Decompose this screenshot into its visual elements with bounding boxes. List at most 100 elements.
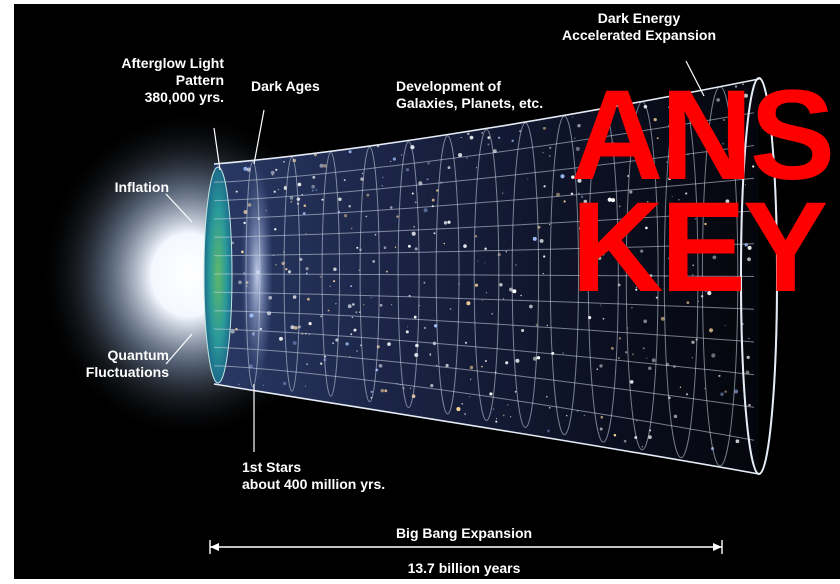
star bbox=[653, 117, 657, 122]
measure-left-arrow bbox=[210, 543, 219, 551]
star bbox=[481, 299, 484, 302]
star bbox=[350, 333, 353, 336]
star bbox=[481, 132, 483, 134]
star bbox=[655, 296, 658, 299]
star bbox=[332, 342, 334, 345]
star bbox=[536, 356, 541, 360]
star bbox=[747, 257, 751, 262]
star bbox=[666, 161, 668, 163]
star bbox=[733, 123, 736, 126]
quantum-pointer bbox=[165, 333, 193, 365]
star bbox=[413, 226, 415, 228]
star bbox=[646, 357, 648, 359]
grid-line bbox=[213, 346, 755, 408]
label-dark-energy: Dark Energy Accelerated Expansion bbox=[561, 10, 717, 43]
star bbox=[489, 392, 493, 396]
afterglow-disk bbox=[203, 166, 233, 384]
star bbox=[724, 390, 727, 393]
star bbox=[577, 178, 582, 183]
star bbox=[279, 336, 283, 341]
star bbox=[632, 353, 635, 356]
grid-line bbox=[213, 210, 755, 238]
star bbox=[640, 249, 644, 253]
star bbox=[348, 150, 352, 154]
inflation-pointer bbox=[165, 193, 193, 223]
star bbox=[405, 168, 410, 172]
grid-line bbox=[213, 112, 755, 183]
star bbox=[492, 408, 495, 410]
star bbox=[583, 288, 585, 291]
star bbox=[512, 289, 517, 294]
grid-line bbox=[213, 365, 755, 441]
star bbox=[542, 152, 544, 154]
star bbox=[629, 265, 632, 269]
star bbox=[382, 176, 384, 179]
star bbox=[370, 390, 373, 394]
star bbox=[335, 338, 339, 342]
star bbox=[631, 213, 635, 217]
star bbox=[372, 260, 376, 263]
star bbox=[600, 415, 604, 419]
star bbox=[689, 249, 692, 252]
star bbox=[285, 267, 288, 271]
star bbox=[556, 192, 560, 197]
star bbox=[743, 93, 748, 98]
star bbox=[502, 414, 505, 417]
star bbox=[230, 329, 235, 334]
star bbox=[292, 295, 297, 299]
star bbox=[343, 214, 348, 218]
star bbox=[474, 283, 479, 287]
star bbox=[685, 393, 689, 396]
star bbox=[686, 248, 688, 250]
star bbox=[351, 316, 354, 319]
star bbox=[718, 279, 722, 283]
star bbox=[635, 153, 637, 155]
star bbox=[635, 286, 638, 289]
star bbox=[505, 251, 507, 253]
star bbox=[485, 292, 488, 294]
star bbox=[356, 246, 359, 249]
star bbox=[484, 247, 487, 251]
star bbox=[443, 220, 448, 225]
star bbox=[589, 147, 594, 152]
star bbox=[704, 139, 708, 143]
star bbox=[514, 390, 517, 393]
star bbox=[370, 297, 372, 299]
star bbox=[374, 233, 377, 236]
star bbox=[447, 166, 451, 170]
star bbox=[477, 260, 479, 262]
star bbox=[692, 274, 694, 276]
star bbox=[411, 231, 416, 236]
star bbox=[469, 396, 471, 398]
star bbox=[746, 355, 750, 359]
grid-line bbox=[213, 310, 755, 343]
star bbox=[430, 383, 434, 388]
label-age: 13.7 billion years bbox=[407, 560, 521, 576]
star bbox=[365, 215, 368, 218]
star bbox=[243, 166, 248, 171]
star bbox=[461, 403, 464, 405]
star bbox=[443, 242, 446, 245]
star bbox=[543, 185, 546, 188]
star bbox=[271, 174, 274, 176]
star bbox=[427, 161, 430, 165]
star bbox=[400, 154, 403, 156]
star bbox=[466, 157, 468, 159]
star bbox=[668, 106, 671, 109]
star bbox=[549, 146, 552, 150]
star bbox=[238, 383, 240, 385]
star bbox=[583, 199, 588, 204]
expansion-cone bbox=[206, 79, 759, 474]
star bbox=[464, 341, 468, 344]
star bbox=[414, 201, 417, 204]
star bbox=[720, 392, 724, 396]
star bbox=[578, 192, 580, 195]
star bbox=[293, 326, 298, 330]
star bbox=[273, 190, 276, 193]
star bbox=[405, 330, 409, 334]
star bbox=[491, 313, 493, 315]
star bbox=[333, 280, 336, 283]
star bbox=[582, 228, 586, 232]
star bbox=[366, 193, 370, 197]
star bbox=[304, 385, 307, 387]
